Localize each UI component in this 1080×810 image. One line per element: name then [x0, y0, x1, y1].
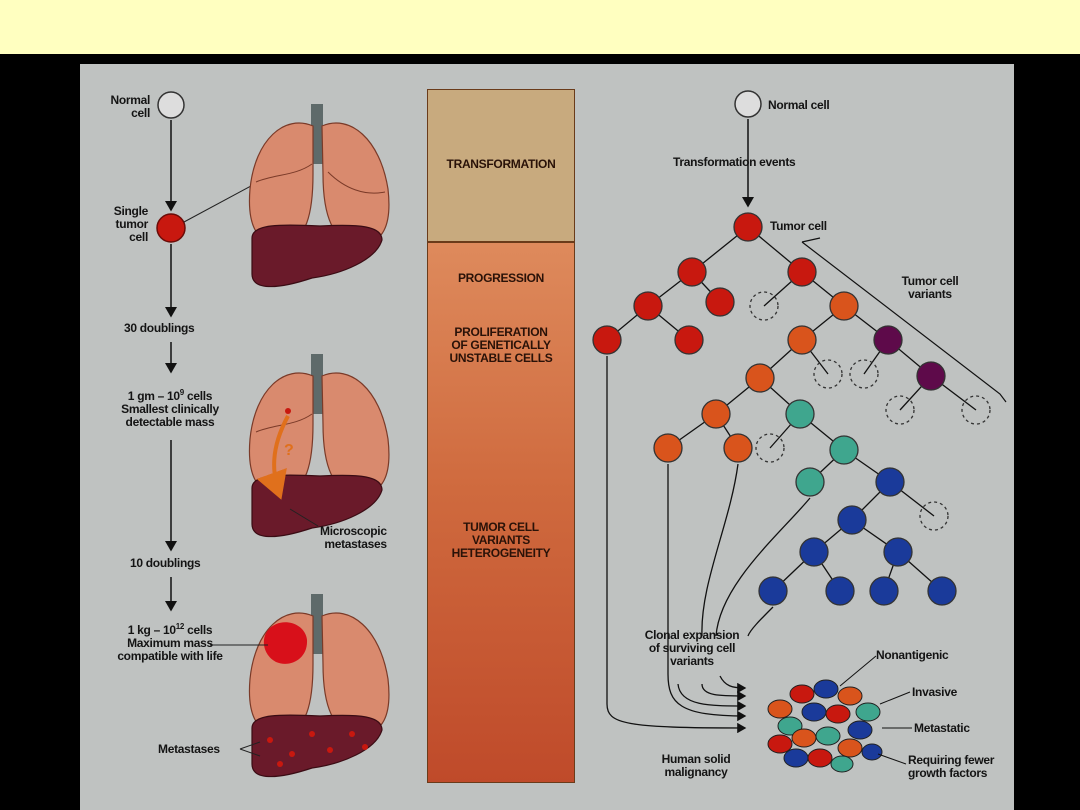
label-10-doublings: 10 doublings — [130, 556, 201, 570]
label-one-kg: 1 kg – 1012 cells Maximum mass compatibl… — [100, 620, 240, 663]
one-gm-text-end: cells — [183, 389, 213, 403]
one-kg-exp: 12 — [175, 622, 185, 631]
one-gm-text: 1 gm – 10 — [127, 389, 180, 403]
normal-cell-right — [734, 90, 762, 118]
label-tumor-cell: Tumor cell — [770, 219, 827, 233]
label-variants-heterogeneity: TUMOR CELL VARIANTS HETEROGENEITY — [451, 520, 551, 560]
label-clonal-expansion: Clonal expansion of surviving cell varia… — [644, 628, 740, 668]
organs-middle — [248, 354, 390, 538]
label-transformation-events: Transformation events — [673, 155, 796, 169]
label-nonantigenic: Nonantigenic — [876, 648, 949, 662]
label-invasive: Invasive — [912, 685, 957, 699]
top-banner — [0, 0, 1080, 54]
label-progression: PROGRESSION — [457, 271, 545, 285]
label-normal-cell-left: Normal cell — [110, 93, 150, 120]
label-one-gm: 1 gm – 109 cells Smallest clinically det… — [100, 386, 240, 429]
label-proliferation: PROLIFERATION OF GENETICALLY UNSTABLE CE… — [449, 325, 553, 365]
label-question: ? — [284, 442, 294, 459]
label-normal-cell-right: Normal cell — [768, 98, 830, 112]
label-human-solid-malignancy: Human solid malignancy — [661, 752, 731, 779]
normal-cell-left — [157, 91, 185, 119]
one-kg-text-end: cells — [184, 623, 213, 637]
organs-top — [248, 104, 390, 288]
tumor-cell — [733, 212, 763, 242]
organs-bottom — [210, 594, 390, 778]
one-kg-text: 1 kg – 10 — [127, 623, 176, 637]
figure-panel: Normal cell Single tumor cell 30 doublin… — [80, 64, 1014, 810]
tumor-mass — [767, 679, 883, 773]
label-single-tumor-cell: Single tumor cell — [113, 204, 149, 244]
one-kg-line3: compatible with life — [117, 649, 223, 663]
one-gm-line3: detectable mass — [125, 415, 215, 429]
label-metastases: Metastases — [158, 742, 220, 756]
label-metastatic: Metastatic — [914, 721, 970, 735]
label-requiring-fewer: Requiring fewer growth factors — [908, 753, 995, 780]
one-kg-line2: Maximum mass — [127, 636, 213, 650]
single-tumor-cell — [156, 213, 186, 243]
tree-cells — [592, 212, 991, 606]
one-gm-exp: 9 — [179, 388, 184, 397]
diagram-graphics — [156, 90, 1007, 778]
label-transformation: TRANSFORMATION — [446, 157, 556, 171]
stage-column: TRANSFORMATION PROGRESSION PROLIFERATION… — [427, 89, 575, 783]
label-30-doublings: 30 doublings — [124, 321, 195, 335]
label-tumor-cell-variants: Tumor cell variants — [901, 274, 959, 301]
label-microscopic-metastases: Microscopic metastases — [320, 524, 387, 551]
one-gm-line2: Smallest clinically — [121, 402, 219, 416]
